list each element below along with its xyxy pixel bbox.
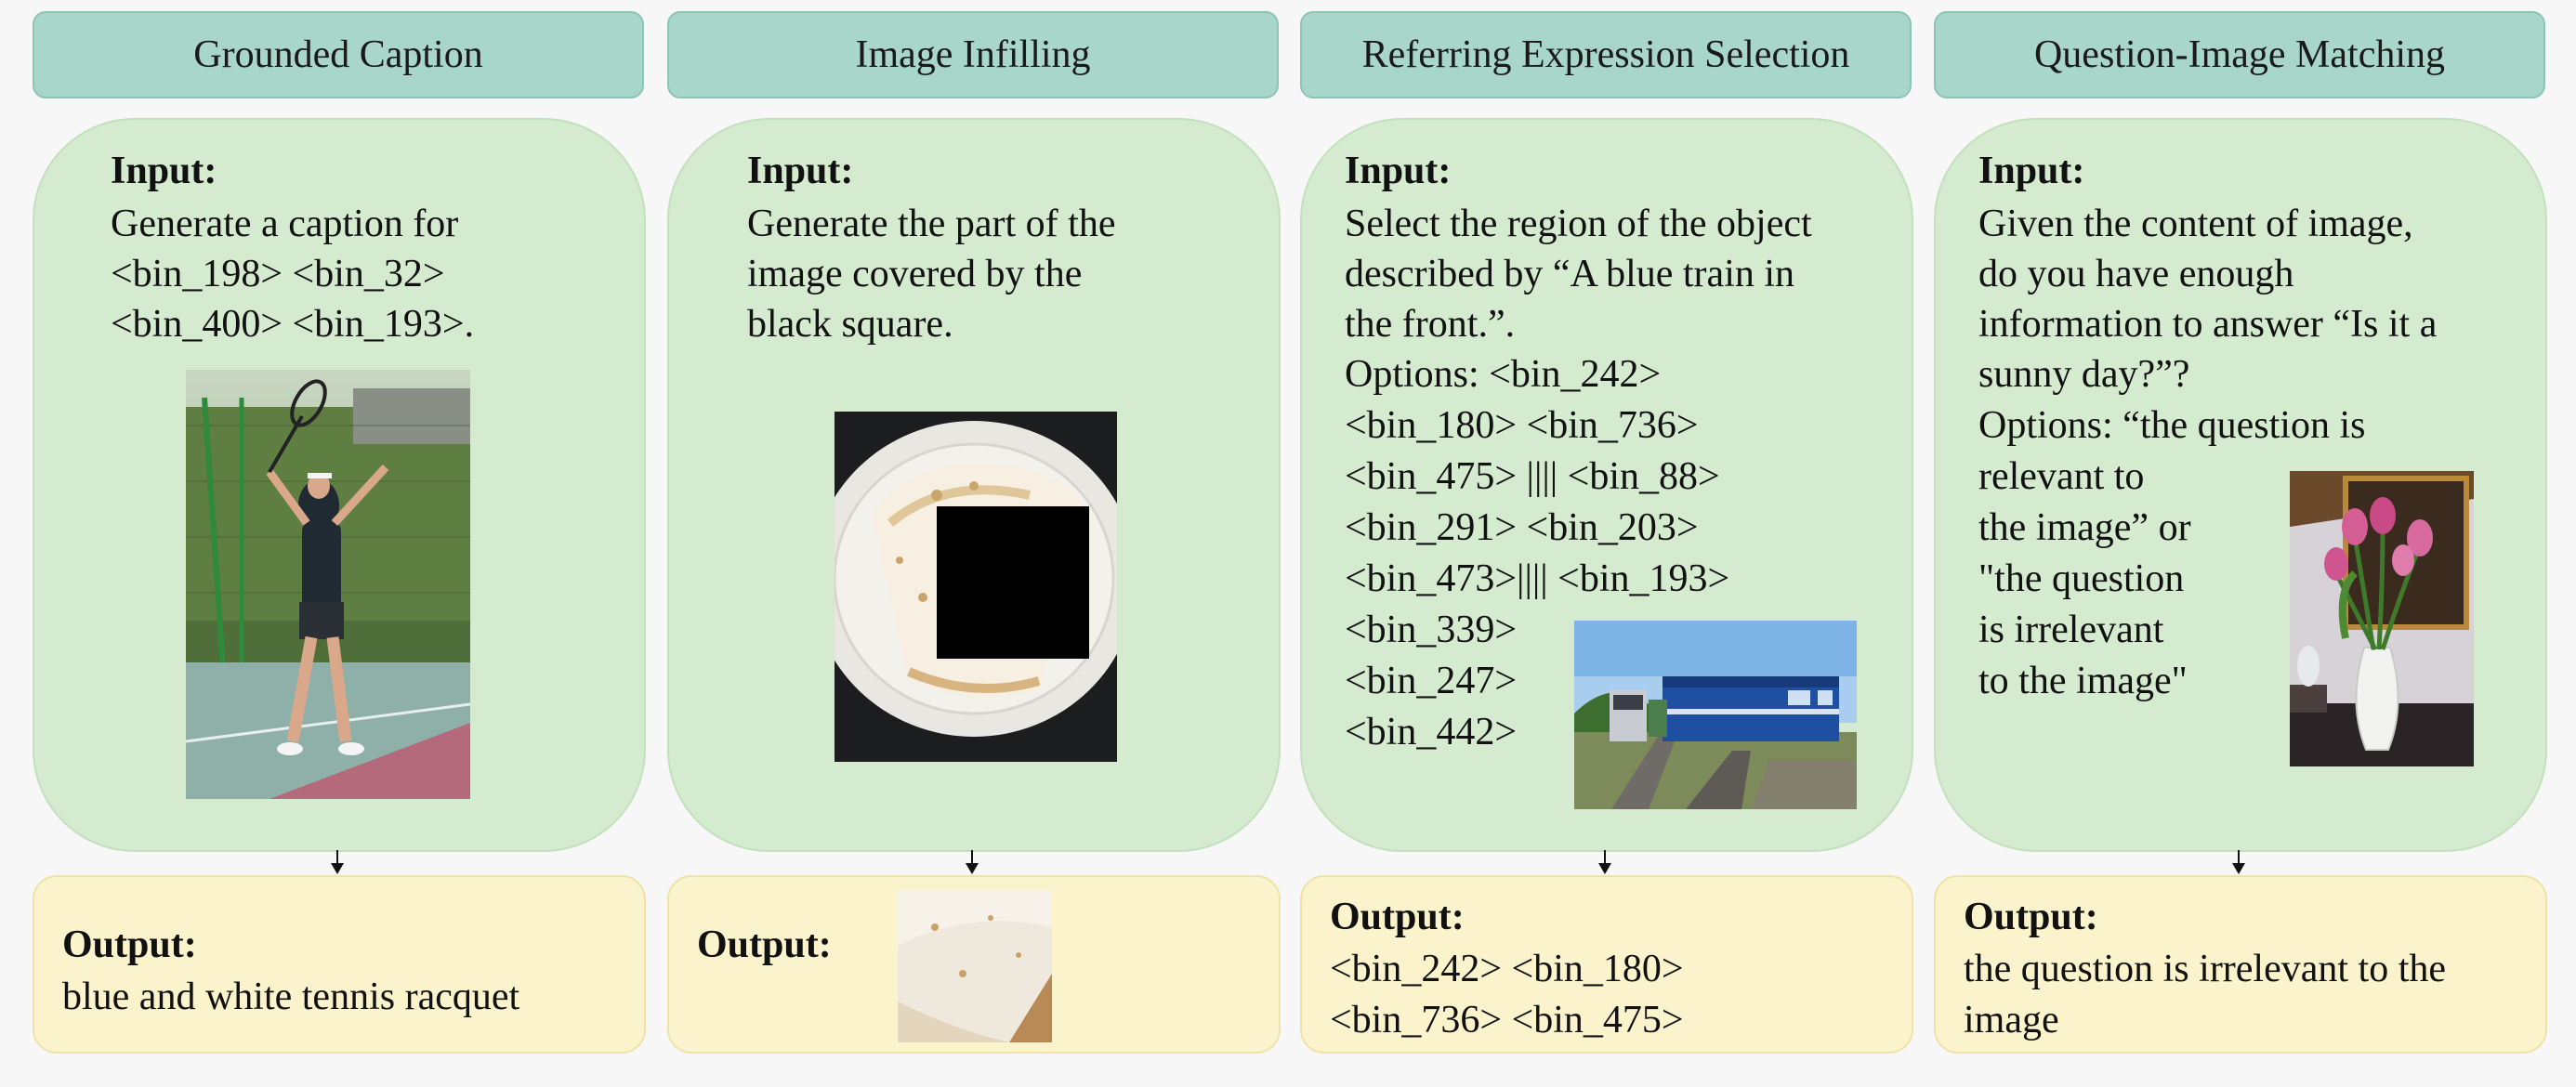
output-label: Output: [1330, 896, 1465, 938]
output-line: <bin_736> <bin_475> [1330, 999, 1684, 1041]
panel-header: Referring Expression Selection [1300, 11, 1912, 98]
input-line: Select the region of the object [1345, 203, 1812, 245]
panel-grounded-caption: Grounded Caption Input: Generate a capti… [33, 0, 646, 1087]
input-line: the front.”. [1345, 303, 1516, 346]
input-line: image covered by the [747, 253, 1083, 295]
input-line: Given the content of image, [1978, 203, 2413, 245]
input-line: Generate a caption for [111, 203, 459, 245]
input-line: sunny day?”? [1978, 353, 2190, 396]
output-label: Output: [697, 923, 832, 966]
input-box: Input: Generate the part of the image co… [667, 118, 1281, 852]
down-arrow-icon [2231, 850, 2246, 874]
panel-question-image-matching: Question-Image Matching Input: Given the… [1934, 0, 2547, 1087]
input-line: Options: <bin_242> [1345, 353, 1662, 396]
input-box: Input: Select the region of the object d… [1300, 118, 1913, 852]
input-line: described by “A blue train in [1345, 253, 1795, 295]
output-box: Output: <bin_242> <bin_180> <bin_736> <b… [1300, 875, 1913, 1054]
input-line: "the question [1978, 557, 2185, 600]
input-line: <bin_339> [1345, 609, 1518, 651]
blue-train-photo [1574, 621, 1857, 809]
output-line: the question is irrelevant to the [1964, 948, 2447, 990]
pie-slice-with-black-square-photo [835, 412, 1117, 762]
panel-referring-expression-selection: Referring Expression Selection Input: Se… [1300, 0, 1913, 1087]
input-line: <bin_400> <bin_193>. [111, 303, 475, 346]
down-arrow-icon [330, 850, 345, 874]
output-label: Output: [62, 923, 197, 966]
input-line: <bin_247> [1345, 660, 1518, 702]
input-label: Input: [1345, 150, 1452, 192]
input-line: to the image" [1978, 660, 2188, 702]
input-box: Input: Generate a caption for <bin_198> … [33, 118, 646, 852]
output-box: Output: the question is irrelevant to th… [1934, 875, 2547, 1054]
output-box: Output: [667, 875, 1281, 1054]
input-line: relevant to [1978, 455, 2145, 498]
input-line: <bin_475> |||| <bin_88> [1345, 455, 1720, 498]
panel-header: Image Infilling [667, 11, 1279, 98]
input-line: <bin_180> <bin_736> [1345, 404, 1699, 447]
output-line: blue and white tennis racquet [62, 976, 520, 1018]
pie-crop-photo [898, 890, 1052, 1042]
input-line: Options: “the question is [1978, 404, 2366, 447]
output-box: Output: blue and white tennis racquet [33, 875, 646, 1054]
input-line: Generate the part of the [747, 203, 1116, 245]
input-line: information to answer “Is it a [1978, 303, 2438, 346]
output-label: Output: [1964, 896, 2098, 938]
down-arrow-icon [965, 850, 979, 874]
input-line: the image” or [1978, 506, 2191, 549]
input-line: is irrelevant [1978, 609, 2164, 651]
input-line: <bin_291> <bin_203> [1345, 506, 1699, 549]
down-arrow-icon [1597, 850, 1612, 874]
input-label: Input: [111, 150, 217, 192]
input-box: Input: Given the content of image, do yo… [1934, 118, 2547, 852]
tulips-vase-photo [2290, 471, 2474, 766]
panel-header: Grounded Caption [33, 11, 644, 98]
input-line: black square. [747, 303, 953, 346]
input-line: <bin_473>|||| <bin_193> [1345, 557, 1730, 600]
panel-header: Question-Image Matching [1934, 11, 2545, 98]
input-label: Input: [747, 150, 854, 192]
panel-image-infilling: Image Infilling Input: Generate the part… [667, 0, 1281, 1087]
tennis-player-photo [186, 370, 470, 799]
input-line: <bin_442> [1345, 711, 1518, 753]
output-line: image [1964, 999, 2059, 1041]
input-label: Input: [1978, 150, 2085, 192]
input-line: do you have enough [1978, 253, 2294, 295]
input-line: <bin_198> <bin_32> [111, 253, 445, 295]
output-line: <bin_242> <bin_180> [1330, 948, 1684, 990]
